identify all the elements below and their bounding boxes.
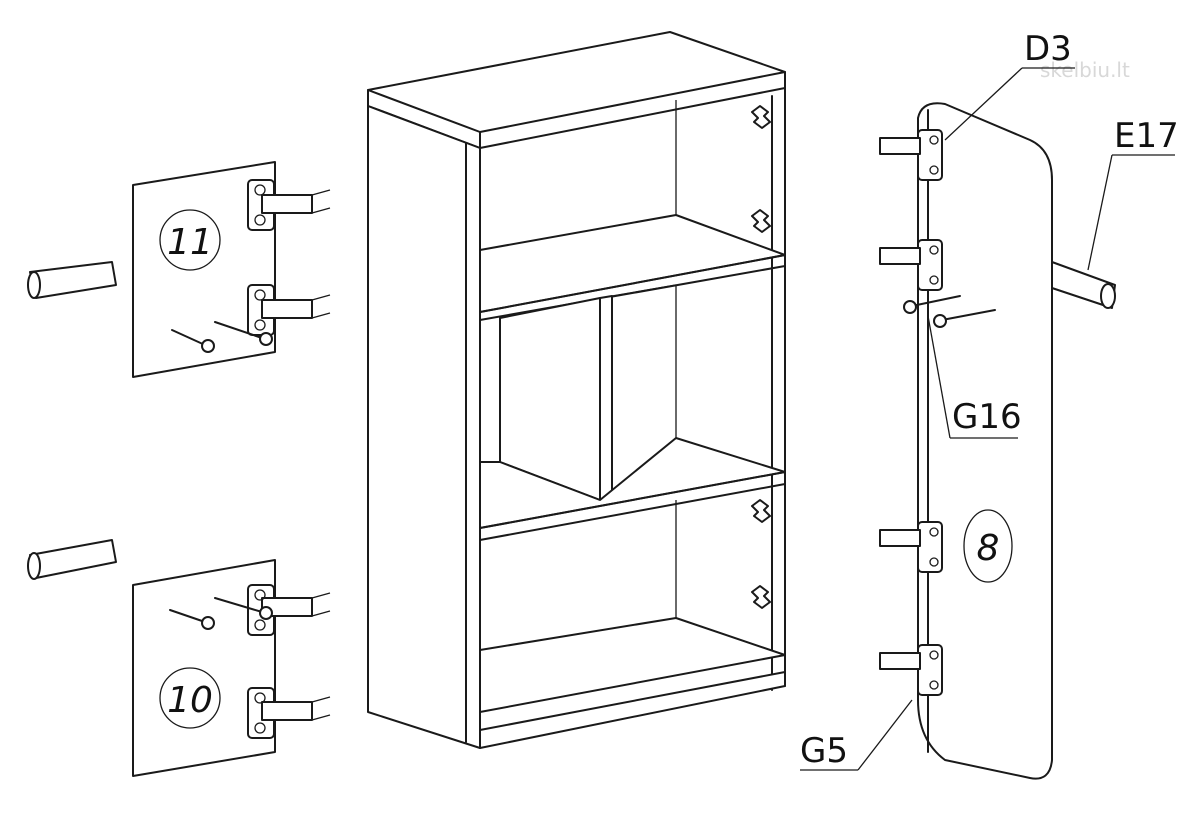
door-panel-11: 11 [132, 161, 331, 378]
handle-bar [27, 261, 117, 299]
hinge-plate [751, 105, 771, 609]
hinge [247, 687, 331, 739]
screw [903, 295, 996, 328]
callout-g16: G16 [927, 315, 1022, 439]
hinge [879, 239, 943, 291]
hinge [879, 129, 943, 181]
handle-bar [27, 539, 117, 580]
screw [171, 321, 273, 353]
cabinet-side [367, 105, 481, 749]
callout-label: D3 [1024, 29, 1072, 69]
hinge [879, 521, 943, 573]
callout-label: G5 [800, 731, 848, 771]
door-panel-8: 8 [879, 102, 1053, 780]
shelf-3 [479, 617, 786, 713]
callout-g5: G5 [800, 699, 913, 771]
handle-bar [1051, 261, 1116, 309]
panel-number-8: 8 [977, 528, 1000, 569]
callout-d3: D3 [944, 29, 1075, 141]
cabinet-top [367, 31, 786, 133]
door-panel-10: 10 [132, 559, 331, 777]
callout-e17: E17 [1087, 116, 1179, 271]
callout-label: G16 [952, 397, 1022, 437]
panel-number-10: 10 [167, 680, 213, 721]
hinge [247, 179, 331, 231]
callout-label: E17 [1114, 116, 1179, 156]
cabinet [367, 31, 786, 749]
watermark: skelbiu.lt [1040, 58, 1130, 82]
panel-number-11: 11 [167, 222, 213, 263]
hinge [879, 644, 943, 696]
hinge [247, 284, 331, 336]
screw [169, 597, 273, 630]
divider [599, 295, 613, 501]
